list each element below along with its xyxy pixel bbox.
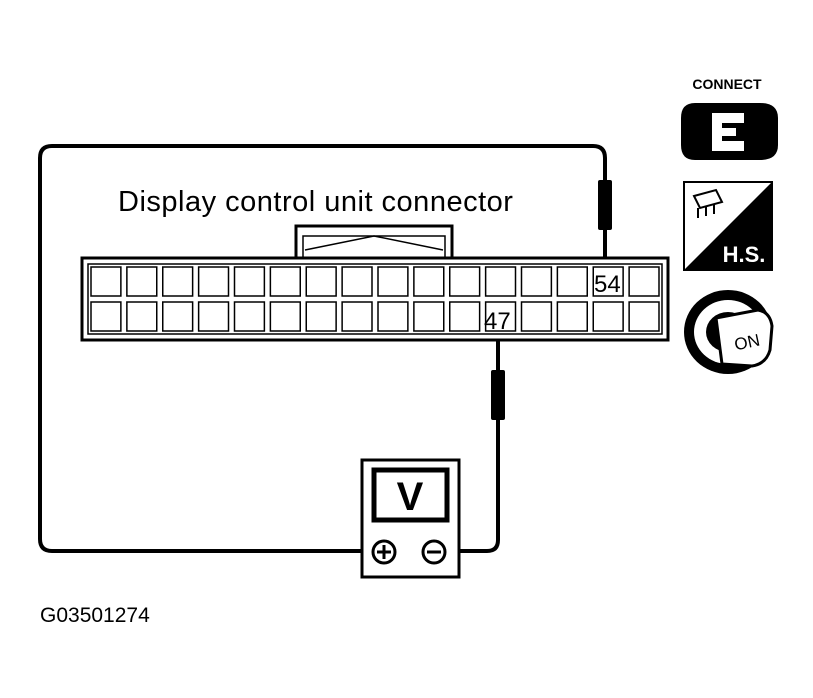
connector-cavity [628, 266, 660, 297]
connector-cavity [628, 301, 660, 332]
connect-icon: CONNECT [681, 76, 778, 160]
connector-cavity [126, 301, 158, 332]
connector-cavity [592, 301, 624, 332]
connector-cavity [90, 301, 122, 332]
connector-cavity [269, 266, 301, 297]
connector-cavity [305, 301, 337, 332]
connector-cavity [449, 266, 481, 297]
connector-cavity [556, 266, 588, 297]
wire-positive [38, 144, 607, 553]
connector-cavity [341, 301, 373, 332]
ignition-key-icon: ON [684, 290, 774, 374]
voltmeter-label: V [397, 475, 424, 519]
connector-cavity [520, 266, 553, 297]
connector-cavity [484, 266, 517, 297]
pin-47-label: 47 [484, 308, 511, 335]
connector-cavity [162, 301, 194, 332]
connector-cavity [413, 266, 445, 297]
connector-cavity [592, 266, 624, 297]
connector-cavity [233, 301, 266, 332]
connector-cavity [341, 266, 373, 297]
connector-cavity [197, 301, 230, 332]
connector-cells [90, 266, 660, 332]
hs-icon: H.S. [683, 181, 773, 271]
connector-cavity [233, 266, 266, 297]
connector-cavity [413, 301, 445, 332]
connector-cavity [520, 301, 553, 332]
probe-positive [598, 180, 612, 230]
connector-cavity [449, 301, 481, 332]
figure-id: G03501274 [40, 604, 150, 627]
connector-cavity [126, 266, 158, 297]
voltmeter: V [360, 458, 461, 579]
connector-cavity [162, 266, 194, 297]
connector-cavity [484, 301, 517, 332]
svg-text:ON: ON [733, 331, 762, 355]
connector-cavity [269, 301, 301, 332]
svg-text:H.S.: H.S. [723, 242, 766, 267]
connector-cavity [197, 266, 230, 297]
svg-text:CONNECT: CONNECT [692, 76, 762, 92]
connector-cavity [90, 266, 122, 297]
connector-cavity [556, 301, 588, 332]
wire-negative [440, 328, 500, 553]
connector-cavity [305, 266, 337, 297]
connector-cavity [377, 266, 409, 297]
pin-54-label: 54 [594, 271, 621, 298]
connector-title: Display control unit connector [118, 186, 513, 218]
probe-negative [491, 370, 505, 420]
connector [80, 224, 670, 342]
connector-cavity [377, 301, 409, 332]
